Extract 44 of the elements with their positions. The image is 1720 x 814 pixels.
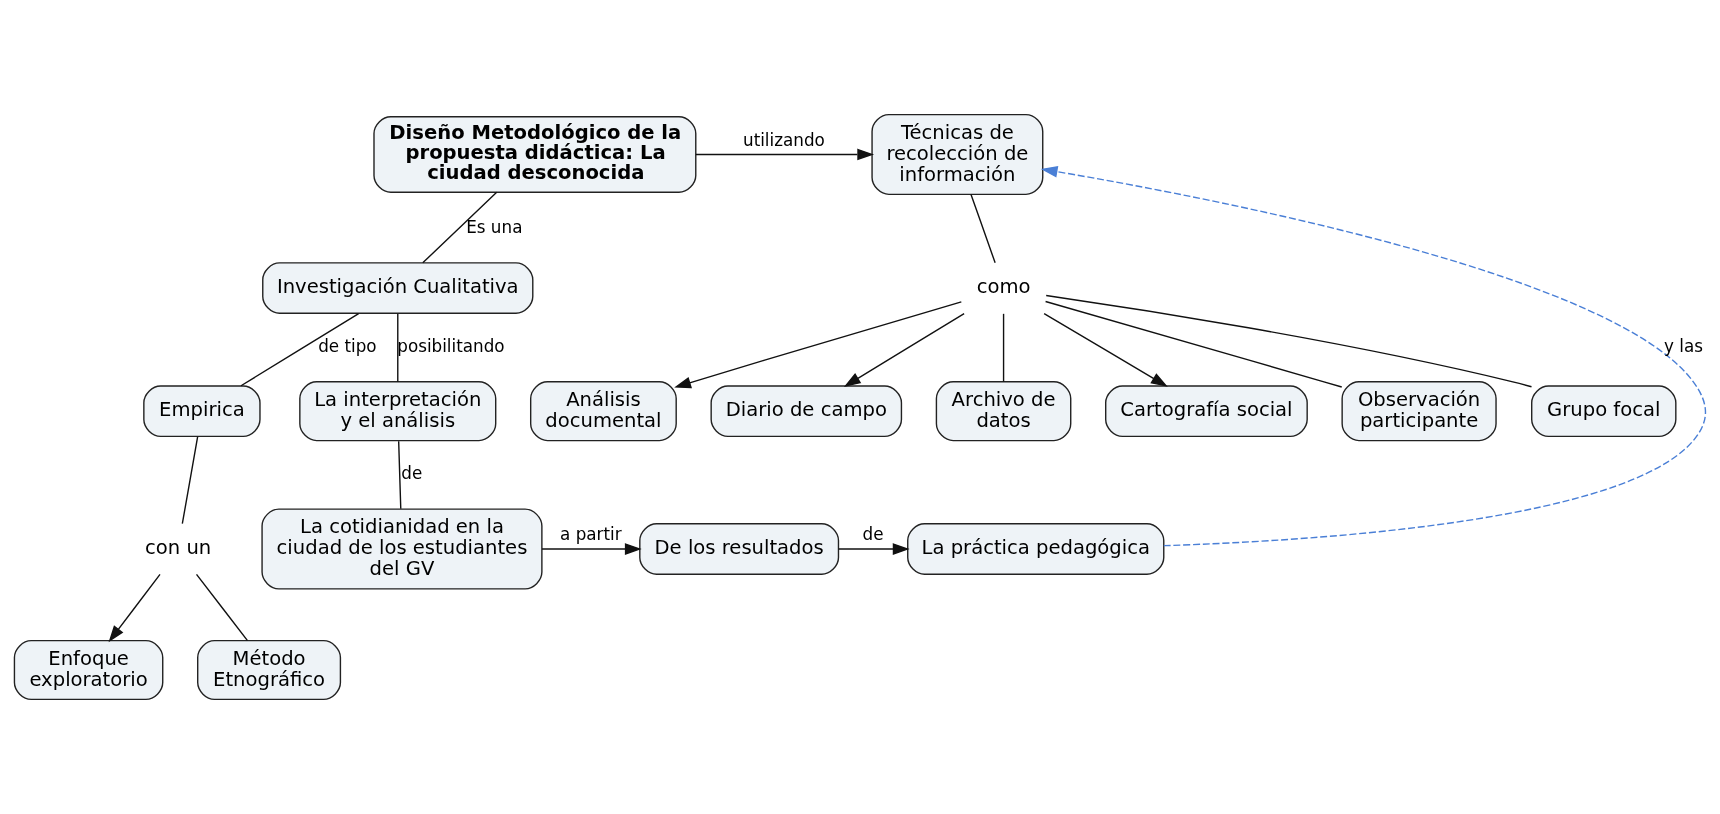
connector — [1002, 313, 1005, 383]
connector — [397, 313, 399, 383]
node-box: Observación participante — [1341, 381, 1497, 442]
node-box: Grupo focal — [1531, 385, 1677, 438]
arrow — [695, 148, 875, 161]
connector — [1045, 294, 1533, 388]
node-box: La interpretación y el análisis — [299, 381, 497, 442]
node-text: con un — [145, 536, 212, 560]
node-text: como — [976, 275, 1031, 299]
connector — [181, 436, 199, 525]
connector — [1044, 300, 1343, 388]
node-box: Análisis documental — [530, 381, 677, 442]
arrow — [1043, 312, 1168, 387]
connector — [240, 312, 360, 387]
arrow — [108, 573, 161, 643]
arrow — [541, 543, 642, 555]
edge-label: de — [862, 524, 884, 545]
edge-label: Es una — [466, 216, 523, 237]
connector — [970, 193, 996, 264]
node-box: Archivo de datos — [935, 381, 1072, 442]
arrow — [1040, 165, 1707, 547]
node-box: La cotidianidad en la ciudad de los estudiantes del GV — [261, 508, 543, 590]
node-box: La práctica pedagógica — [907, 523, 1165, 575]
node-box: Diario de campo — [710, 385, 903, 438]
node-box: Método Etnográfico — [197, 639, 342, 701]
node-box: Cartografía social — [1105, 385, 1308, 438]
arrow — [843, 312, 965, 387]
arrow — [674, 301, 963, 389]
connector — [397, 440, 402, 510]
edge-label: de — [401, 463, 423, 484]
connector — [422, 191, 498, 264]
node-box: De los resultados — [639, 523, 840, 575]
edge-label: de tipo — [318, 335, 377, 356]
edge-label: y las — [1664, 335, 1703, 356]
node-box: Técnicas de recolección de información — [871, 113, 1044, 196]
node-box: Empirica — [143, 385, 261, 438]
node-box: Investigación Cualitativa — [262, 262, 534, 314]
arrow — [838, 543, 910, 555]
node-box: Diseño Metodológico de la propuesta didáctica: La ciudad desconocida — [373, 116, 697, 193]
node-box: Enfoque exploratorio — [13, 639, 164, 701]
connector — [195, 573, 249, 642]
edge-label: utilizando — [743, 129, 825, 150]
edge-label: a partir — [560, 524, 622, 545]
edge-label: posibilitando — [397, 335, 505, 356]
